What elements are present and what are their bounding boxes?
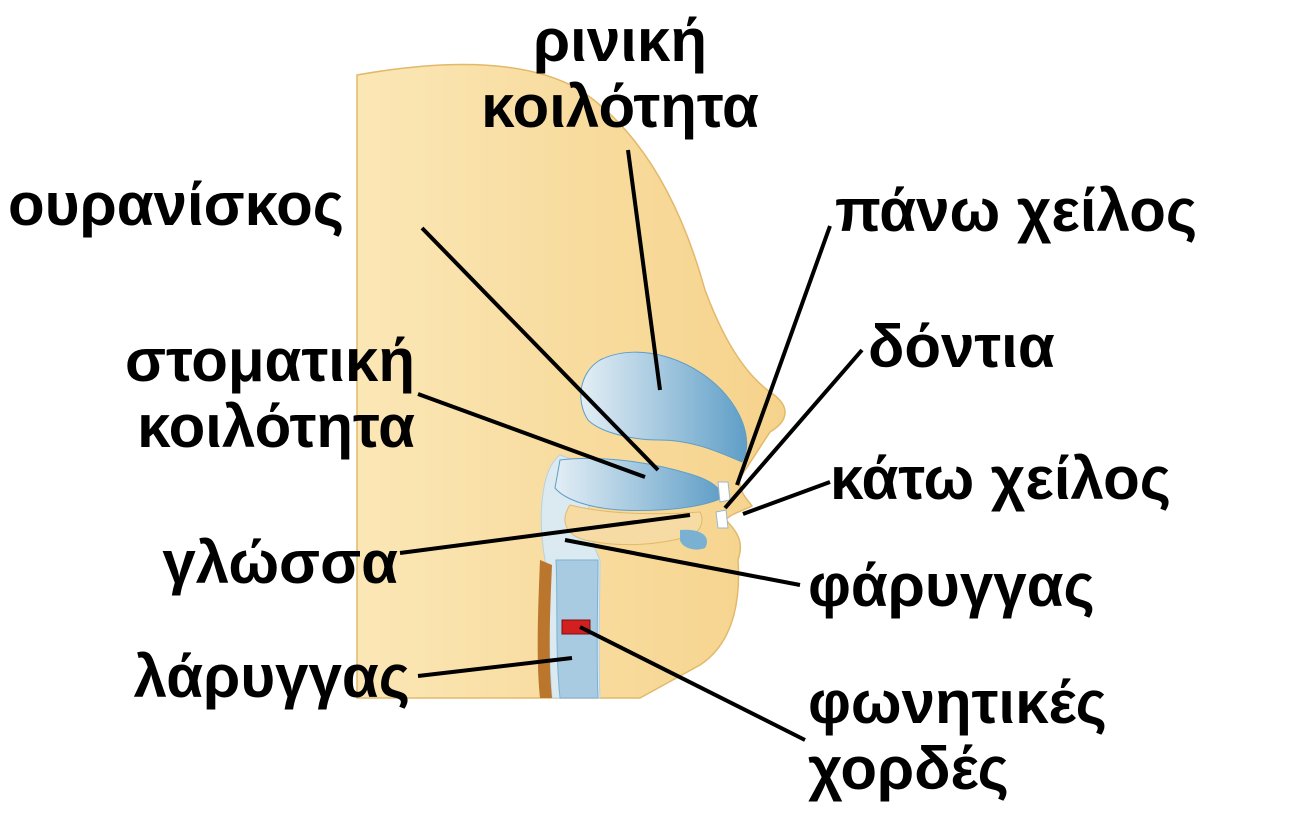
label-larynx: λάρυγγας <box>40 644 410 710</box>
label-upper-lip: πάνω χείλος <box>835 178 1197 244</box>
label-lower-lip: κάτω χείλος <box>830 446 1171 512</box>
label-palate: ουρανίσκος <box>8 172 344 238</box>
label-vocal-cords-line1: φωνητικές <box>808 670 1107 736</box>
label-pharynx: φάρυγγας <box>808 553 1095 619</box>
leader-upper-lip <box>737 226 830 485</box>
label-oral-cavity: στοματική κοιλότητα <box>30 328 415 460</box>
label-teeth: δόντια <box>868 314 1055 380</box>
label-vocal-cords-line2: χορδές <box>808 736 1107 802</box>
leader-lower-lip <box>743 482 830 514</box>
label-nasal-cavity: ρινική κοιλότητα <box>440 8 800 140</box>
label-tongue: γλώσσα <box>60 530 398 596</box>
label-nasal-cavity-line2: κοιλότητα <box>440 74 800 140</box>
label-oral-cavity-line2: κοιλότητα <box>30 394 415 460</box>
label-nasal-cavity-line1: ρινική <box>440 8 800 74</box>
label-oral-cavity-line1: στοματική <box>30 328 415 394</box>
label-vocal-cords: φωνητικές χορδές <box>808 670 1107 802</box>
